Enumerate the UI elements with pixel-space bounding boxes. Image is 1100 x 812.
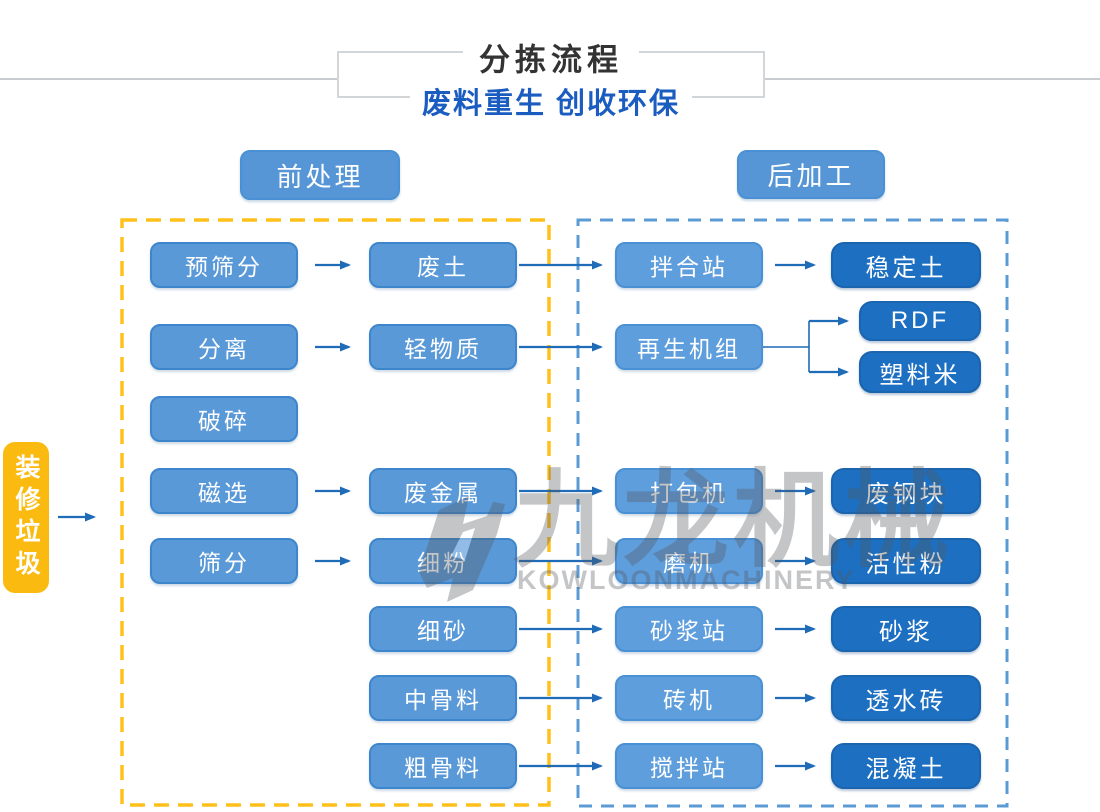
node-pre-screening: 预筛分 (150, 242, 298, 288)
node-medium-aggregate: 中骨料 (369, 675, 517, 721)
node-permeable-brick: 透水砖 (831, 675, 981, 721)
node-fine-sand: 细砂 (369, 606, 517, 652)
post-processing-header: 后加工 (737, 150, 885, 199)
flow-arrows (58, 260, 849, 771)
node-regeneration-unit: 再生机组 (615, 324, 763, 370)
node-separation: 分离 (150, 324, 298, 370)
node-plastic-pellets: 塑料米 (859, 351, 981, 393)
page-title: 分拣流程 (463, 34, 639, 80)
node-concrete: 混凝土 (831, 743, 981, 789)
page-subtitle: 废料重生 创收环保 (409, 80, 693, 122)
node-mortar: 砂浆 (831, 606, 981, 652)
node-mortar-station: 砂浆站 (615, 606, 763, 652)
node-waste-soil: 废土 (369, 242, 517, 288)
node-stabilized-soil: 稳定土 (831, 242, 981, 288)
node-brick-machine: 砖机 (615, 675, 763, 721)
node-active-powder: 活性粉 (831, 538, 981, 584)
node-screening: 筛分 (150, 538, 298, 584)
node-scrap-steel: 废钢块 (831, 468, 981, 514)
node-mixing-station: 拌合站 (615, 242, 763, 288)
node-coarse-aggregate: 粗骨料 (369, 743, 517, 789)
node-mill: 磨机 (615, 538, 763, 584)
source-renovation-waste: 装修垃圾 (3, 442, 49, 593)
node-magnetic-separation: 磁选 (150, 468, 298, 514)
pre-processing-dashed-region (120, 218, 551, 807)
node-batching-station: 搅拌站 (615, 743, 763, 789)
node-baler: 打包机 (615, 468, 763, 514)
pre-processing-header: 前处理 (240, 150, 400, 200)
node-fine-powder: 细粉 (369, 538, 517, 584)
node-scrap-metal: 废金属 (369, 468, 517, 514)
node-light-materials: 轻物质 (369, 324, 517, 370)
node-crushing: 破碎 (150, 396, 298, 442)
node-rdf: RDF (859, 301, 981, 341)
